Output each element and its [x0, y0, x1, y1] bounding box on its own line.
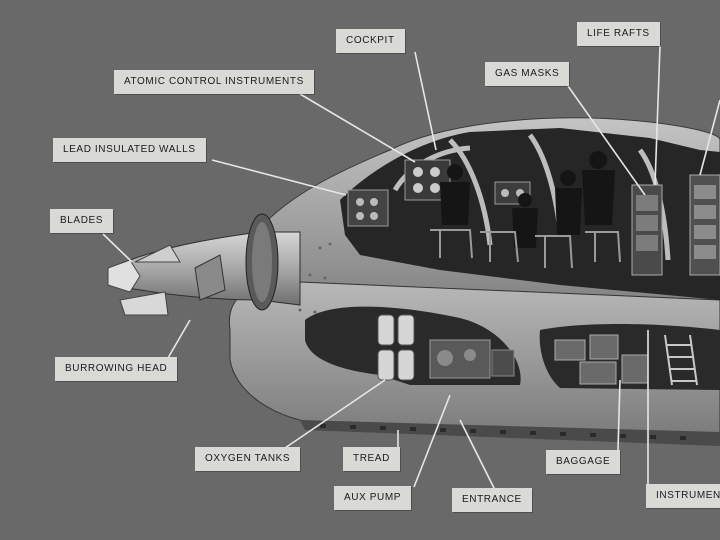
oxygen-tanks: [377, 314, 415, 381]
label-gas-masks: GAS MASKS: [485, 62, 570, 86]
storage-lockers: [631, 174, 720, 276]
blade-fin-mid: [194, 254, 226, 301]
tread-strip: [300, 420, 720, 446]
label-burrowing-head: BURROWING HEAD: [55, 357, 178, 381]
entrance-ladder: [664, 334, 698, 386]
blade-fin-upper: [134, 244, 181, 263]
vehicle: [107, 117, 720, 446]
leader-lines: [102, 45, 720, 490]
label-blades: BLADES: [50, 209, 114, 233]
atomic-control-panel: [347, 159, 531, 227]
crew-figures: [440, 151, 615, 248]
label-aux-pump: AUX PUMP: [334, 486, 412, 510]
label-life-rafts: LIFE RAFTS: [577, 22, 660, 46]
label-cockpit: COCKPIT: [336, 29, 405, 53]
drill-tip: [107, 259, 141, 293]
label-oxygen-tanks: OXYGEN TANKS: [195, 447, 301, 471]
label-lead-insulated-walls: LEAD INSULATED WALLS: [53, 138, 206, 162]
blade-fin-lower: [119, 291, 169, 316]
label-baggage: BAGGAGE: [546, 450, 621, 474]
drill-gear-ring: [245, 213, 279, 311]
aux-pump-machinery: [429, 339, 515, 379]
hull-rivets: [298, 242, 332, 314]
label-tread: TREAD: [343, 447, 400, 471]
label-atomic-control-instruments: ATOMIC CONTROL INSTRUMENTS: [114, 70, 314, 94]
label-entrance: ENTRANCE: [452, 488, 532, 512]
tread-studs: [320, 424, 686, 440]
baggage-crates: [554, 334, 649, 385]
crew-chairs: [430, 229, 621, 269]
label-instruments: INSTRUMENT: [646, 484, 720, 508]
